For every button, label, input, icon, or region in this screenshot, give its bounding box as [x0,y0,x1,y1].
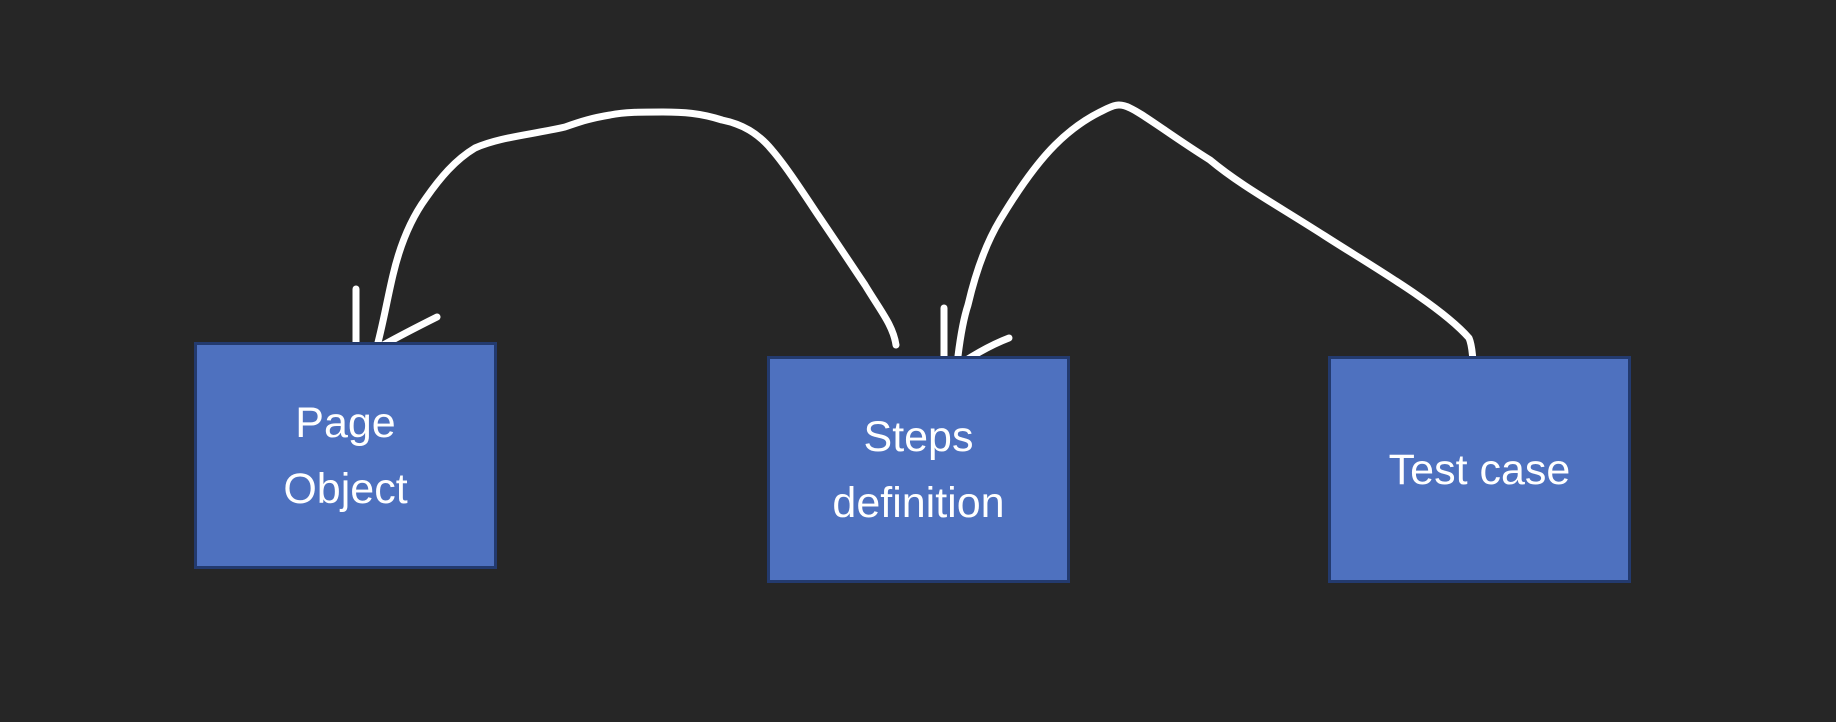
arrow-steps-to-page-object [352,108,900,363]
node-test-case: Test case [1328,356,1631,583]
node-page-object: Page Object [194,342,497,569]
arrow-curve [372,108,900,354]
arrow-test-case-to-steps [940,101,1477,377]
arrow-curve [954,101,1477,364]
node-label: Steps definition [832,412,1005,527]
node-steps-definition: Steps definition [767,356,1070,583]
node-label: Test case [1388,445,1571,494]
node-label: Page Object [283,398,408,513]
